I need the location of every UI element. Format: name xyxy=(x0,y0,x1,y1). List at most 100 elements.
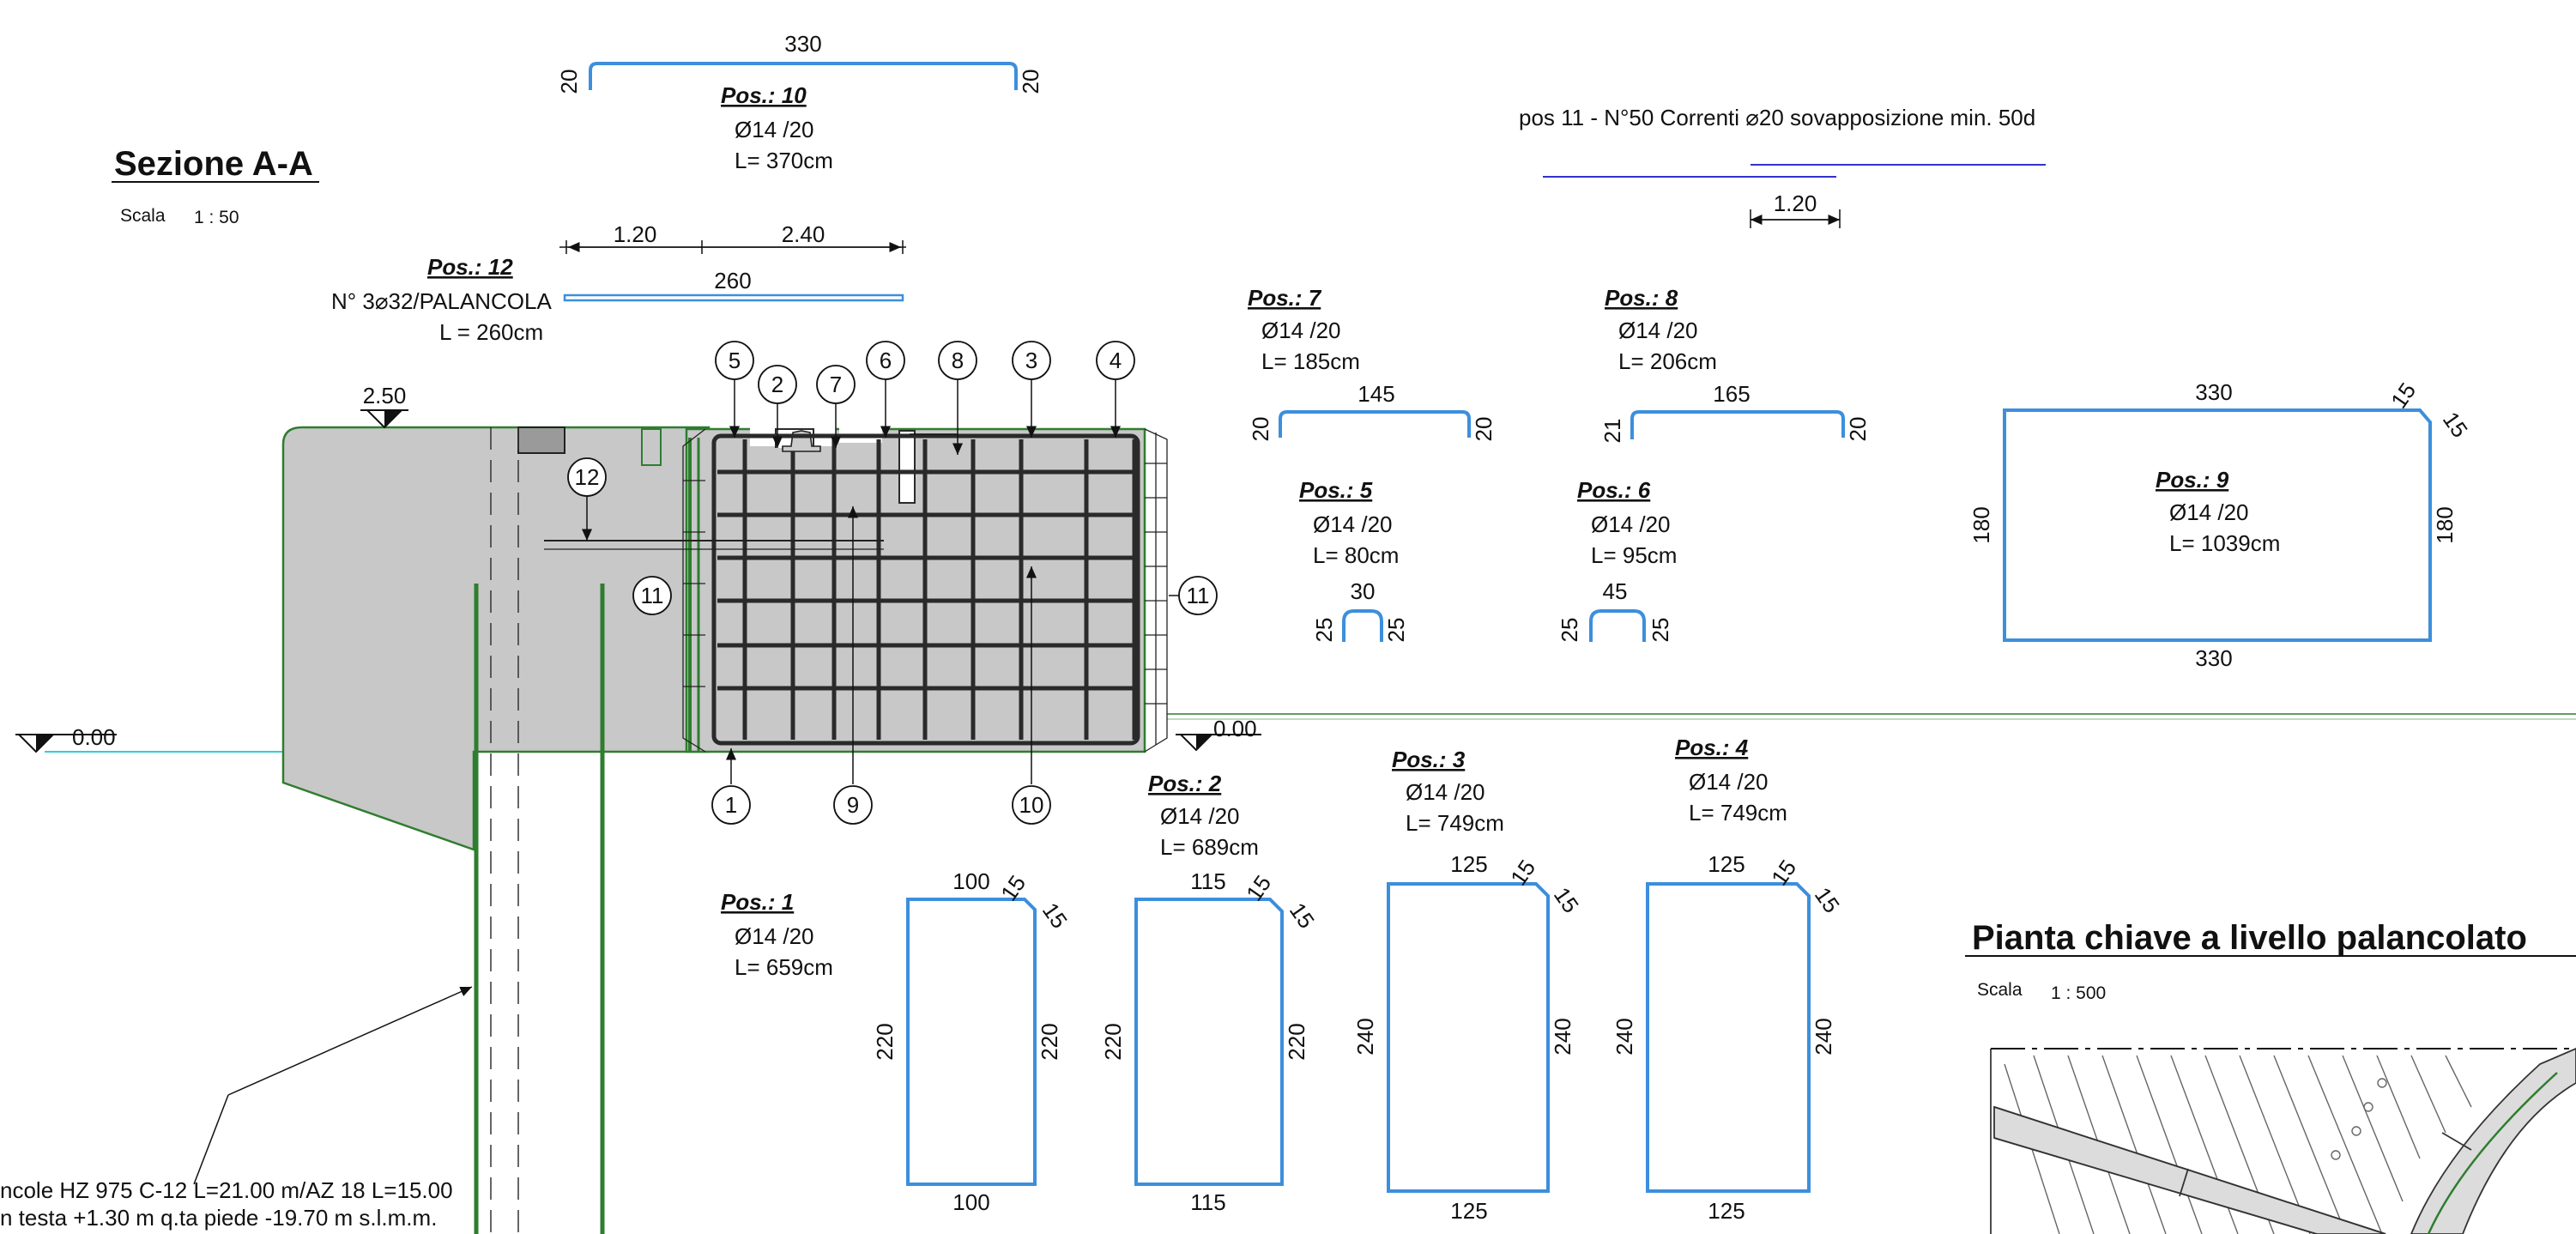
bubble-4: 4 xyxy=(1096,341,1135,380)
pos8-bar: Ø14 /20 xyxy=(1618,318,1698,343)
pos4-label: Pos.: 4 Ø14 /20 L= 749cm xyxy=(1675,735,1787,826)
pos4-left-dim: 240 xyxy=(1612,1018,1637,1055)
section-title: Sezione A-A xyxy=(114,145,313,183)
pos6-left-dim: 25 xyxy=(1557,618,1582,643)
sheetpile-note-line2: n testa +1.30 m q.ta piede -19.70 m s.l.… xyxy=(0,1205,437,1231)
pos11-note: pos 11 - N°50 Correnti ⌀20 sovapposizion… xyxy=(1519,105,2046,228)
pos2-title: Pos.: 2 xyxy=(1148,771,1222,796)
pos7-bar: Ø14 /20 xyxy=(1261,318,1341,343)
bubble-9: 9 xyxy=(833,785,873,825)
pos2-label: Pos.: 2 Ø14 /20 L= 689cm xyxy=(1148,771,1259,860)
svg-text:3: 3 xyxy=(1025,348,1037,373)
svg-text:11: 11 xyxy=(641,583,664,608)
pos3-right-dim: 240 xyxy=(1550,1018,1575,1055)
pos2-bar: Ø14 /20 xyxy=(1160,803,1240,829)
pos4-top-dim: 125 xyxy=(1708,851,1745,877)
pos5-top-dim: 30 xyxy=(1351,578,1376,604)
pos3-hook-b: 15 xyxy=(1549,882,1584,917)
pos3-shape: 125 15 15 240 240 125 xyxy=(1352,851,1584,1224)
pos6-length: L= 95cm xyxy=(1591,542,1677,568)
pos7-shape: Pos.: 7 Ø14 /20 L= 185cm 145 20 20 xyxy=(1248,285,1497,441)
pos9-hook-b: 15 xyxy=(2438,407,2473,442)
level-right-text: 0.00 xyxy=(1213,716,1257,741)
pos1-left-dim: 220 xyxy=(872,1023,898,1060)
pos12-dim-a: 1.20 xyxy=(614,221,657,247)
svg-text:2: 2 xyxy=(771,372,783,397)
pos8-left-dim: 21 xyxy=(1599,419,1625,444)
pos4-title: Pos.: 4 xyxy=(1675,735,1749,760)
pos9-left-dim: 180 xyxy=(1968,506,1994,543)
pos5-right-dim: 25 xyxy=(1383,618,1409,643)
pos3-bottom-dim: 125 xyxy=(1450,1198,1487,1224)
pos11-dim: 1.20 xyxy=(1774,191,1817,216)
svg-text:1: 1 xyxy=(725,792,737,818)
pos1-bottom-dim: 100 xyxy=(952,1189,989,1215)
cross-section: 2.50 0.00 0.00 xyxy=(0,341,2576,1234)
pos3-left-dim: 240 xyxy=(1352,1018,1378,1055)
pos3-label: Pos.: 3 Ø14 /20 L= 749cm xyxy=(1392,747,1504,836)
pos1-right-dim: 220 xyxy=(1037,1023,1062,1060)
plan-title: Pianta chiave a livello palancolato xyxy=(1972,919,2527,957)
bubble-10: 10 xyxy=(1012,785,1051,825)
pos2-top-dim: 115 xyxy=(1190,868,1225,894)
bubble-12: 12 xyxy=(567,457,607,497)
pos9-right-dim: 180 xyxy=(2432,506,2458,543)
pos9-hook-a: 15 xyxy=(2386,378,2421,413)
pos9-shape: 330 15 15 180 180 330 Pos.: 9 Ø14 /20 L=… xyxy=(1968,378,2473,671)
pos12-block: 1.20 2.40 Pos.: 12 260 N° 3⌀32/PALANCOLA… xyxy=(331,221,906,345)
rebar-cage xyxy=(711,433,1140,746)
right-mesh xyxy=(1144,428,1168,753)
pos4-length: L= 749cm xyxy=(1689,800,1787,826)
pos2-shape: 115 15 15 220 220 115 xyxy=(1100,868,1320,1215)
pos12-length: 260 xyxy=(714,268,751,293)
pos1-hook-b: 15 xyxy=(1037,898,1073,933)
pos6-shape: Pos.: 6 Ø14 /20 L= 95cm 45 25 25 xyxy=(1557,477,1677,642)
pos3-title: Pos.: 3 xyxy=(1392,747,1466,772)
level-0-00-right: 0.00 xyxy=(1176,716,1261,752)
svg-text:11: 11 xyxy=(1187,583,1210,608)
pos7-length: L= 185cm xyxy=(1261,348,1360,374)
pos3-top-dim: 125 xyxy=(1450,851,1487,877)
level-2-50: 2.50 xyxy=(360,383,408,429)
pos6-bar: Ø14 /20 xyxy=(1591,511,1671,537)
bubble-11-left: 11 xyxy=(632,576,672,615)
pos2-length: L= 689cm xyxy=(1160,834,1259,860)
pos7-title: Pos.: 7 xyxy=(1248,285,1322,311)
pos1-shape: 100 15 15 220 220 100 xyxy=(872,868,1073,1215)
bubble-2: 2 xyxy=(758,365,797,404)
pos10-bar: Ø14 /20 xyxy=(735,117,814,142)
pos2-hook-b: 15 xyxy=(1285,898,1320,933)
pos10-right-dim: 20 xyxy=(1018,70,1043,94)
pos8-shape: Pos.: 8 Ø14 /20 L= 206cm 165 21 20 xyxy=(1599,285,1871,443)
pos4-hook-b: 15 xyxy=(1810,882,1845,917)
level-left-text: 0.00 xyxy=(72,724,116,750)
plan-view: Pianta chiave a livello palancolato Scal… xyxy=(1965,919,2576,1234)
level-0-00-left: 0.00 xyxy=(15,724,117,753)
svg-text:4: 4 xyxy=(1110,348,1122,373)
svg-text:7: 7 xyxy=(830,372,842,397)
pos10-title: Pos.: 10 xyxy=(721,82,807,108)
pos1-title: Pos.: 1 xyxy=(721,889,794,915)
pos9-length: L= 1039cm xyxy=(2169,530,2280,556)
pos8-right-dim: 20 xyxy=(1845,417,1871,442)
bubble-3: 3 xyxy=(1012,341,1051,380)
svg-text:12: 12 xyxy=(575,464,600,490)
level-top-text: 2.50 xyxy=(363,383,407,408)
pos2-right-dim: 220 xyxy=(1284,1023,1309,1060)
svg-text:9: 9 xyxy=(847,792,859,818)
svg-text:10: 10 xyxy=(1019,792,1044,818)
bubble-1: 1 xyxy=(711,785,751,825)
pos1-top-dim: 100 xyxy=(952,868,989,894)
bubble-6: 6 xyxy=(866,341,905,380)
pos8-length: L= 206cm xyxy=(1618,348,1717,374)
section-scale-value: 1 : 50 xyxy=(194,208,239,227)
pos10-left-dim: 20 xyxy=(556,70,582,94)
pos7-top-dim: 145 xyxy=(1358,381,1394,407)
pos12-dim-b: 2.40 xyxy=(782,221,825,247)
pos9-title: Pos.: 9 xyxy=(2156,467,2229,493)
pos6-title: Pos.: 6 xyxy=(1577,477,1651,503)
pos10-length: L= 370cm xyxy=(735,148,833,173)
pos2-left-dim: 220 xyxy=(1100,1023,1126,1060)
bubble-11-right: 11 xyxy=(1178,576,1218,615)
svg-text:8: 8 xyxy=(952,348,964,373)
